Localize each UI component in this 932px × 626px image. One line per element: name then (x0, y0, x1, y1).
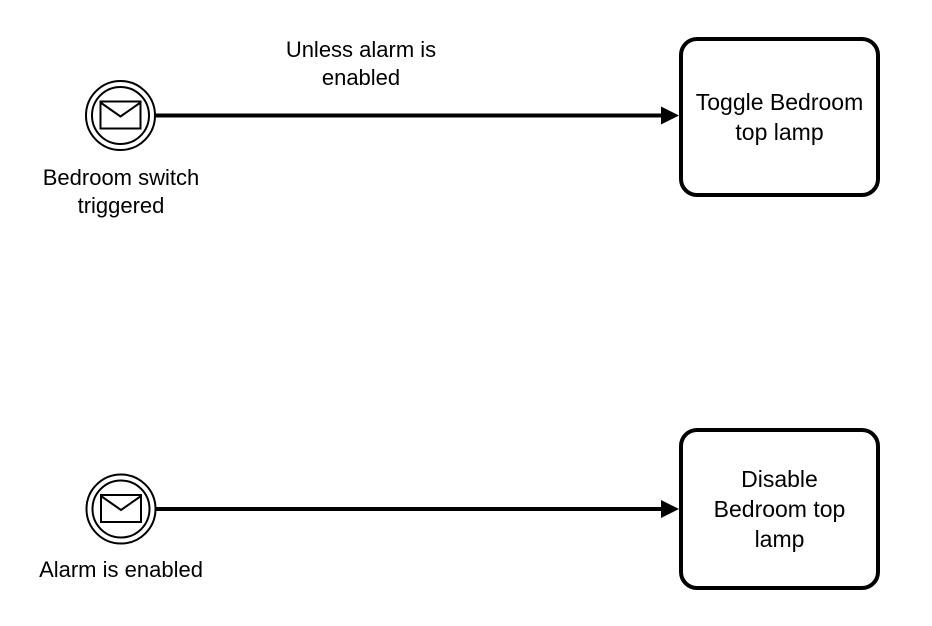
start-event-bedroom-switch[interactable] (85, 80, 156, 151)
sequence-flow-label: Unless alarm is enabled (285, 37, 437, 90)
sequence-flow-alarm[interactable] (156, 500, 679, 518)
start-event-alarm-enabled[interactable] (85, 473, 157, 545)
arrowhead-icon (661, 500, 679, 518)
message-envelope-icon (99, 100, 142, 130)
task-label-disable-bedroom-top-lamp: Disable Bedroom top lamp (713, 466, 846, 552)
start-event-label-alarm-enabled: Alarm is enabled (39, 557, 203, 582)
arrowhead-icon (661, 106, 679, 125)
task-disable-bedroom-top-lamp[interactable] (679, 428, 880, 590)
task-toggle-bedroom-top-lamp[interactable] (679, 37, 880, 197)
start-event-label-bedroom-switch: Bedroom switch triggered (42, 165, 200, 218)
task-label-toggle-bedroom-top-lamp: Toggle Bedroom top lamp (695, 89, 864, 145)
sequence-flow-unless-alarm[interactable] (155, 106, 680, 125)
message-envelope-icon (100, 494, 142, 523)
